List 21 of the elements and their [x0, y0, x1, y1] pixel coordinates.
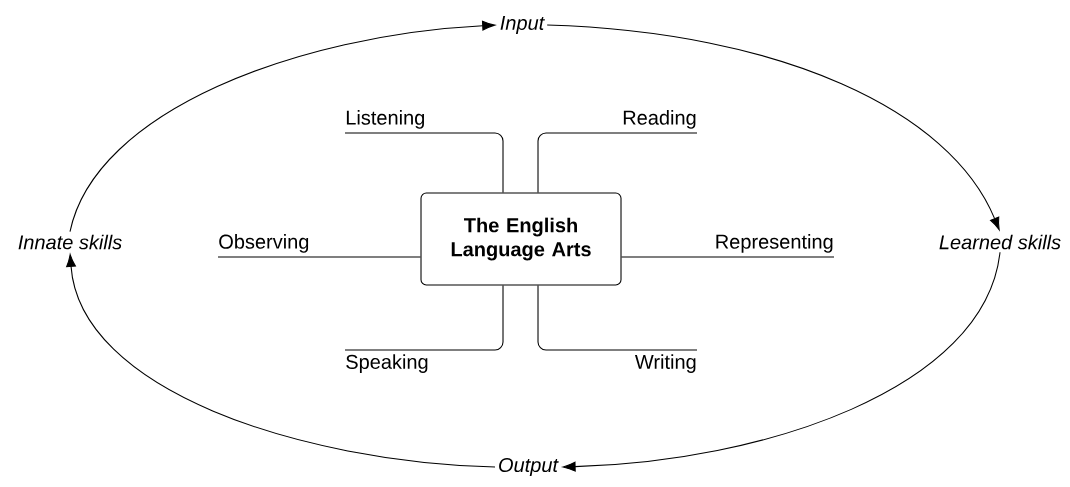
arrow	[562, 251, 1001, 472]
title-box: The English Language Arts	[420, 192, 622, 286]
skill-label: Speaking	[346, 354, 428, 373]
cycle-label: Learned skills	[939, 234, 1061, 250]
connector-line	[344, 132, 504, 193]
connector-line	[537, 132, 698, 193]
skill-label: Representing	[716, 234, 833, 253]
cycle-label: Input	[500, 16, 545, 34]
skill-label: Reading	[623, 110, 696, 129]
skill-label: Observing	[219, 234, 309, 253]
connector-line	[537, 285, 698, 351]
arrow	[546, 24, 1000, 231]
cycle-label: Innate skills	[18, 234, 122, 250]
arrow	[66, 254, 496, 468]
skill-label: Listening	[346, 110, 424, 129]
connector-line	[621, 256, 835, 258]
connector-line	[344, 285, 504, 351]
arrow	[69, 20, 496, 233]
skill-label: Writing	[634, 354, 696, 373]
connector-line	[217, 256, 421, 258]
cycle-label: Output	[499, 457, 559, 477]
